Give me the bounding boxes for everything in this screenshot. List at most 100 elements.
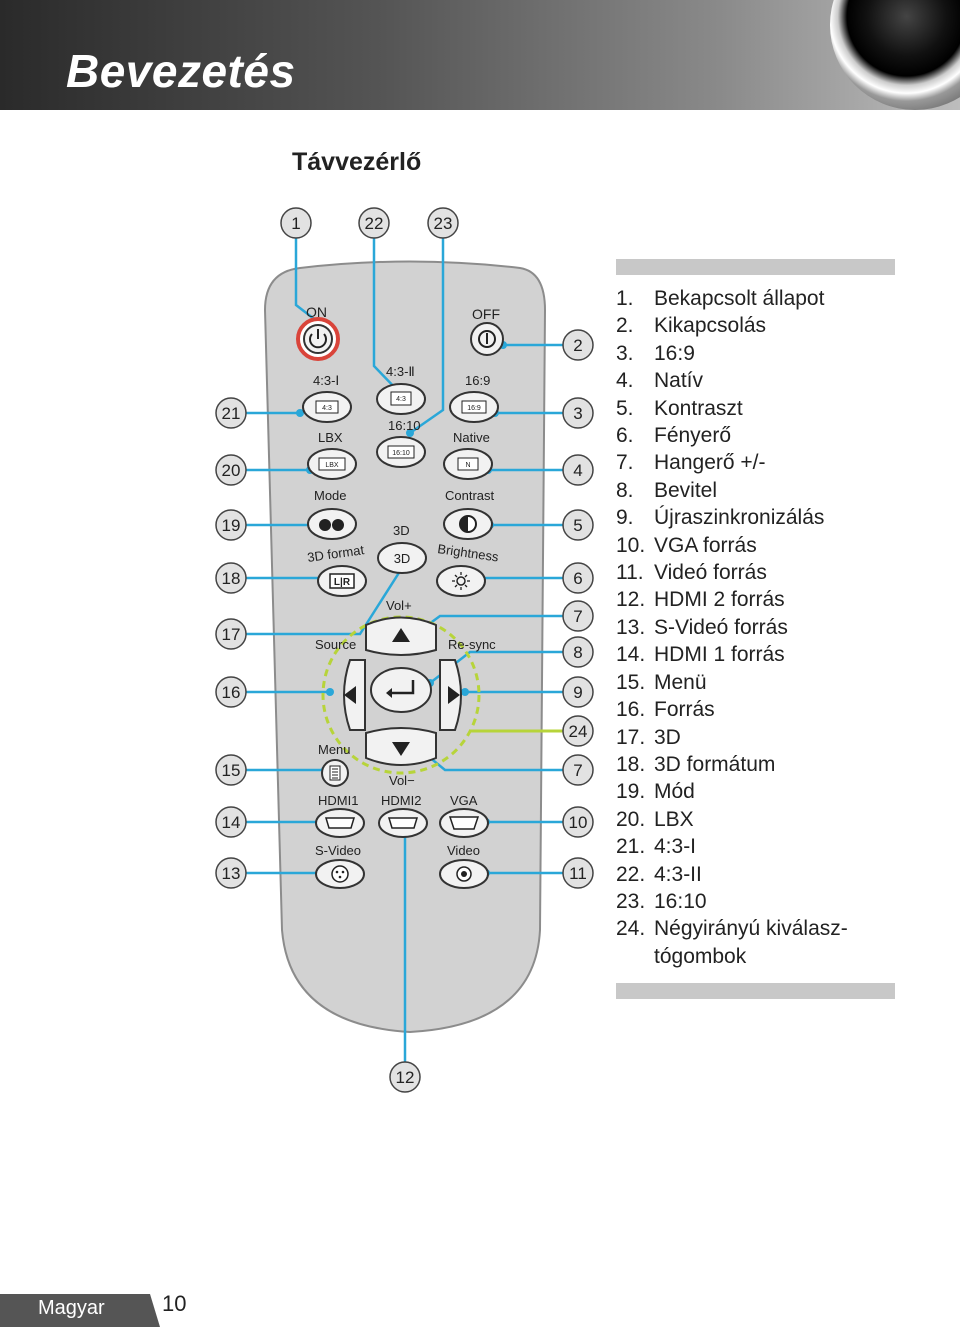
- contrast-label: Contrast: [445, 488, 495, 503]
- legend-item: 14. HDMI 1 forrás: [616, 641, 874, 668]
- enter-button[interactable]: [370, 667, 432, 713]
- video-label: Video: [447, 843, 480, 858]
- power-on-button[interactable]: [296, 317, 340, 361]
- svideo-button[interactable]: [315, 859, 365, 889]
- legend-item-number: 5.: [616, 396, 634, 420]
- svg-text:20: 20: [222, 461, 241, 480]
- svg-text:19: 19: [222, 516, 241, 535]
- hdmi2-label: HDMI2: [381, 793, 421, 808]
- callout-bottom: 12: [389, 1061, 421, 1093]
- vga-label: VGA: [450, 793, 478, 808]
- legend-item-label: Mód: [654, 780, 695, 804]
- power-off-button[interactable]: [470, 322, 504, 356]
- source-left-button[interactable]: [343, 659, 366, 731]
- ar43ii-label: 4:3-Ⅱ: [386, 364, 415, 379]
- legend-item-number: 22.: [616, 862, 646, 886]
- legend-item-number: 17.: [616, 725, 646, 749]
- remote-diagram: ON OFF 4:3-Ⅰ 4:3 4:3-Ⅱ 4:3 16:9 16:9 LBX…: [215, 207, 594, 1093]
- legend-item: 2.Kikapcsolás: [616, 312, 874, 339]
- resync-label: Re-sync: [448, 637, 496, 652]
- legend-item-label: Fényerő: [654, 424, 732, 448]
- legend-item-label: Négyirányú kiválasz-tógombok: [654, 917, 848, 968]
- svg-text:4: 4: [573, 461, 582, 480]
- legend-item: 16.Forrás: [616, 696, 874, 723]
- legend-item: 3.16:9: [616, 340, 874, 367]
- enter-icon: [390, 680, 415, 695]
- legend-item-number: 8.: [616, 478, 634, 502]
- callout-right: 11: [562, 857, 594, 889]
- svg-text:8: 8: [573, 643, 582, 662]
- resync-right-button[interactable]: [439, 659, 462, 731]
- callout-left: 18: [215, 562, 247, 594]
- three-d-format-button[interactable]: L|R: [317, 565, 367, 597]
- aspect-43-i-button[interactable]: 4:3: [302, 391, 352, 423]
- svg-text:16:10: 16:10: [392, 450, 410, 457]
- legend-item-label: Natív: [654, 369, 704, 393]
- hdmi1-button[interactable]: [315, 808, 365, 838]
- svg-text:12: 12: [396, 1068, 415, 1087]
- mode-button[interactable]: [307, 508, 357, 540]
- legend-item-label: 16:10: [654, 889, 707, 913]
- legend-item: 8.Bevitel: [616, 477, 874, 504]
- legend-item-number: 3.: [616, 341, 634, 365]
- legend-bottom-bar: [616, 983, 895, 999]
- three-d-top-label: 3D: [393, 523, 410, 538]
- aspect-169-button[interactable]: 16:9: [449, 391, 499, 423]
- arrow-left-icon: [344, 686, 356, 704]
- language-tab: Magyar: [0, 1294, 160, 1327]
- svg-text:4:3: 4:3: [396, 396, 406, 403]
- svg-text:6: 6: [573, 569, 582, 588]
- legend-item: 17.3D: [616, 724, 874, 751]
- legend-item: 24.Négyirányú kiválasz-tógombok: [616, 915, 874, 970]
- callout-right: 10: [562, 806, 594, 838]
- legend-item-label: Forrás: [654, 698, 715, 722]
- callout-top: 22: [358, 207, 390, 239]
- legend-item-label: Újraszinkronizálás: [654, 506, 825, 530]
- legend-item-number: 18.: [616, 752, 646, 776]
- legend-item: 7.Hangerő +/-: [616, 449, 874, 476]
- svg-text:21: 21: [222, 404, 241, 423]
- legend-item-label: 4:3-II: [654, 862, 702, 886]
- legend-item: 18. 3D formátum: [616, 751, 874, 778]
- vol-down-button[interactable]: [365, 727, 437, 766]
- menu-button[interactable]: [321, 759, 349, 787]
- vol-minus-label: Vol−: [389, 773, 415, 788]
- power-off-icon: [478, 330, 496, 348]
- hdmi2-button[interactable]: [378, 808, 428, 838]
- aspect-1610-button[interactable]: 16:10: [376, 436, 426, 468]
- language-label: Magyar: [38, 1297, 105, 1319]
- legend-item-number: 14.: [616, 643, 646, 667]
- legend-item: 15.Menü: [616, 669, 874, 696]
- off-label: OFF: [472, 306, 500, 322]
- contrast-button[interactable]: [443, 508, 493, 540]
- svg-text:L|R: L|R: [334, 577, 351, 588]
- callout-right: 4: [562, 454, 594, 486]
- brightness-button[interactable]: [436, 565, 486, 597]
- legend-item-label: LBX: [654, 807, 694, 831]
- svg-text:2: 2: [573, 336, 582, 355]
- brightness-icon: [456, 576, 466, 586]
- mode-label: Mode: [314, 488, 347, 503]
- legend-item: 12.HDMI 2 forrás: [616, 586, 874, 613]
- legend-item-label: 4:3-I: [654, 835, 697, 859]
- legend-item: 11.Videó forrás: [616, 559, 874, 586]
- vol-up-button[interactable]: [365, 616, 437, 656]
- native-button[interactable]: N: [443, 448, 493, 480]
- legend-item-number: 19.: [616, 780, 646, 804]
- vga-button[interactable]: [439, 808, 489, 838]
- svg-text:17: 17: [222, 625, 241, 644]
- three-d-button[interactable]: 3D: [377, 542, 427, 574]
- video-button[interactable]: [439, 859, 489, 889]
- legend-item-label: HDMI 1 forrás: [654, 643, 785, 667]
- callout-left: 20: [215, 454, 247, 486]
- legend-item-number: 23.: [616, 889, 646, 913]
- legend-item-label: Hangerő +/-: [654, 451, 766, 475]
- lbx-button[interactable]: LBX: [307, 448, 357, 480]
- callout-right: 7: [562, 600, 594, 632]
- aspect-43-ii-button[interactable]: 4:3: [376, 383, 426, 415]
- legend-item-label: 3D formátum: [654, 752, 776, 776]
- legend-item-label: S-Videó forrás: [654, 615, 788, 639]
- page-number: 10: [162, 1291, 187, 1316]
- callout-left: 19: [215, 509, 247, 541]
- native-label: Native: [453, 430, 490, 445]
